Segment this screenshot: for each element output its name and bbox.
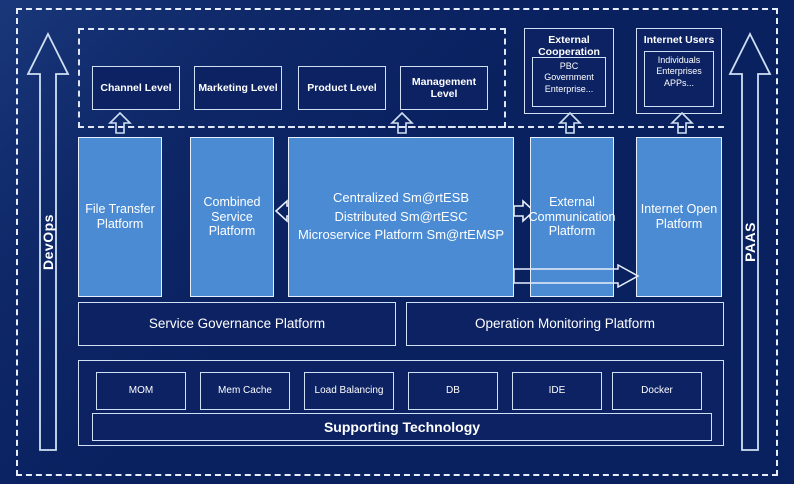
platform-label: Combined Service Platform xyxy=(203,194,261,239)
service-governance-platform-bar[interactable]: Service Governance Platform xyxy=(78,302,396,346)
devops-label: DevOps xyxy=(40,214,56,270)
paas-label: PAAS xyxy=(742,222,758,262)
tech-label: Docker xyxy=(641,385,673,397)
external-cooperation-title: External Cooperation xyxy=(538,34,600,59)
tech-box-docker[interactable]: Docker xyxy=(612,372,702,410)
tech-box-mem-cache[interactable]: Mem Cache xyxy=(200,372,290,410)
tech-label: Mem Cache xyxy=(218,385,272,397)
flow-up-arrow-icon xyxy=(670,112,694,134)
paas-arrow: PAAS xyxy=(728,30,772,454)
tech-box-ide[interactable]: IDE xyxy=(512,372,602,410)
flow-up-arrow-icon xyxy=(558,112,582,134)
level-label: Marketing Level xyxy=(198,81,278,94)
supporting-technology-bar[interactable]: Supporting Technology xyxy=(92,413,712,441)
platform-label: Internet Open Platform xyxy=(640,202,718,231)
outer-frame xyxy=(16,8,778,476)
operation-monitoring-platform-bar[interactable]: Operation Monitoring Platform xyxy=(406,302,724,346)
flow-up-arrow-icon xyxy=(108,112,132,134)
flow-up-arrow-icon xyxy=(390,112,414,134)
level-box-channel[interactable]: Channel Level xyxy=(92,66,180,110)
monitoring-label: Operation Monitoring Platform xyxy=(474,316,656,332)
platform-label: File Transfer Platform xyxy=(85,202,155,231)
tech-label: Load Balancing xyxy=(314,385,384,397)
governance-label: Service Governance Platform xyxy=(148,316,326,332)
internet-users-box[interactable]: Internet Users Individuals Enterprises A… xyxy=(636,28,722,114)
level-box-product[interactable]: Product Level xyxy=(298,66,386,110)
external-cooperation-box[interactable]: External Cooperation PBC Government Ente… xyxy=(524,28,614,114)
level-box-marketing[interactable]: Marketing Level xyxy=(194,66,282,110)
internet-users-title: Internet Users xyxy=(643,34,715,46)
core-line-esc: Distributed Sm@rtESC xyxy=(334,208,468,224)
devops-arrow: DevOps xyxy=(26,30,70,454)
up-arrow-icon xyxy=(728,31,772,451)
tech-box-db[interactable]: DB xyxy=(408,372,498,410)
level-label: Product Level xyxy=(307,81,377,94)
external-communication-platform-box[interactable]: External Communication Platform xyxy=(528,137,616,297)
tech-label: MOM xyxy=(128,385,154,397)
level-label: Channel Level xyxy=(100,81,172,94)
core-line-esb: Centralized Sm@rtESB xyxy=(332,189,470,205)
platform-label: External Communication Platform xyxy=(528,194,616,239)
file-transfer-platform-box[interactable]: File Transfer Platform xyxy=(78,137,162,297)
flow-right-arrow-icon xyxy=(512,198,536,224)
internet-open-platform-box[interactable]: Internet Open Platform xyxy=(636,137,722,297)
external-cooperation-detail: PBC Government Enterprise... xyxy=(532,57,606,107)
core-integration-platform-box[interactable]: Centralized Sm@rtESB Distributed Sm@rtES… xyxy=(288,137,514,297)
layer-separator-dashed xyxy=(78,126,724,128)
tech-label: DB xyxy=(446,385,460,397)
internet-users-detail: Individuals Enterprises APPs... xyxy=(644,51,714,107)
tech-label: IDE xyxy=(548,385,566,397)
flow-long-right-arrow-icon xyxy=(514,264,640,288)
supporting-technology-label: Supporting Technology xyxy=(323,418,481,435)
level-box-management[interactable]: Management Level xyxy=(400,66,488,110)
up-arrow-icon xyxy=(26,31,70,451)
combined-service-platform-box[interactable]: Combined Service Platform xyxy=(190,137,274,297)
core-line-emsp: Microservice Platform Sm@rtEMSP xyxy=(297,227,505,243)
tech-box-load-balancing[interactable]: Load Balancing xyxy=(304,372,394,410)
level-label: Management Level xyxy=(411,75,477,100)
tech-box-mom[interactable]: MOM xyxy=(96,372,186,410)
